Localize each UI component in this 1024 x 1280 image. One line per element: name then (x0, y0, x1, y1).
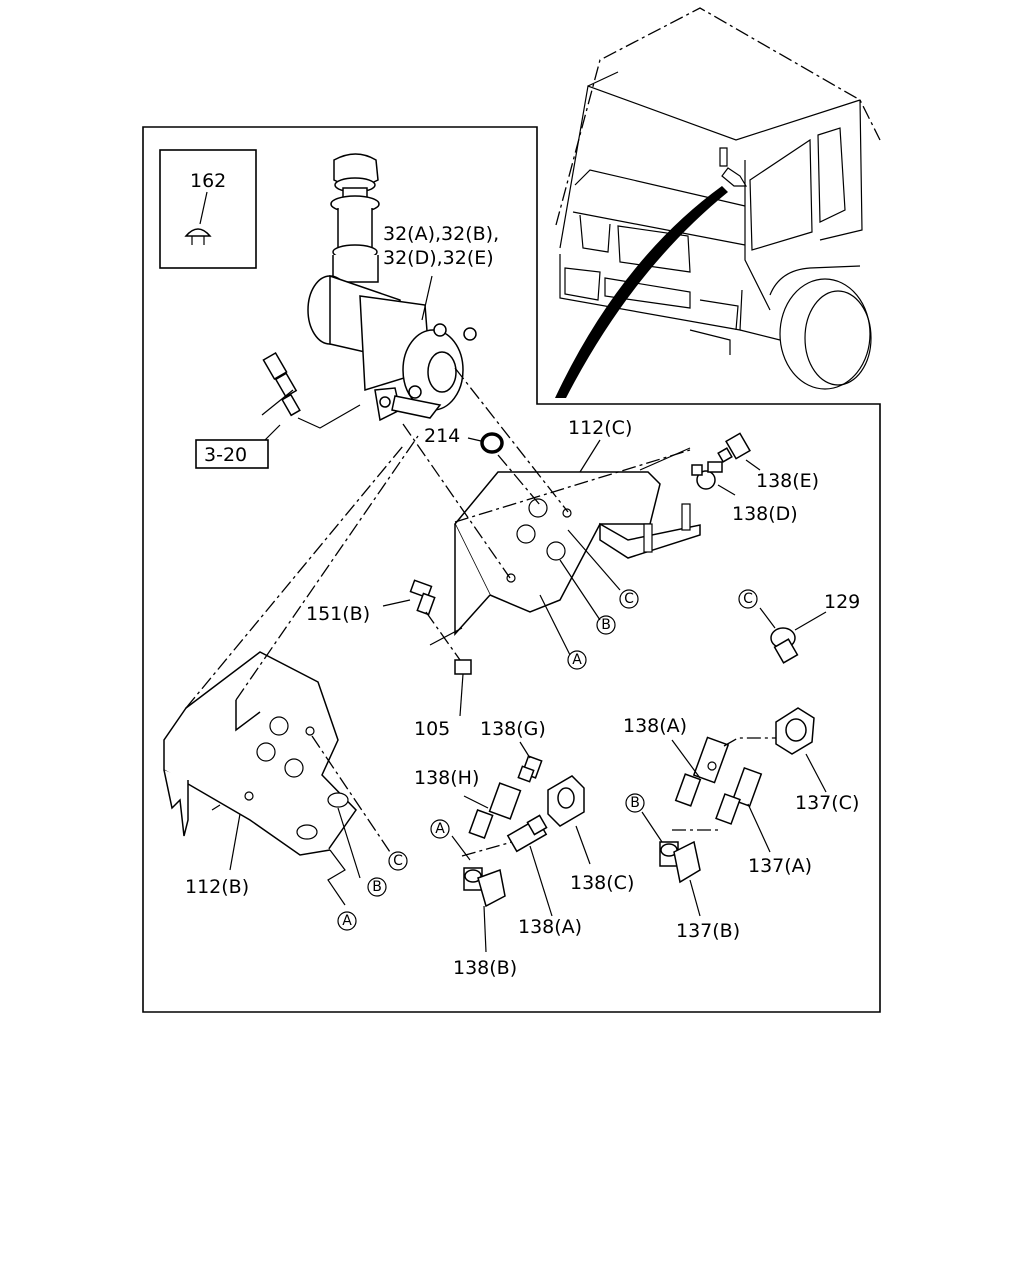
truck-cab-illustration (555, 7, 881, 398)
label-138h: 138(H) (414, 767, 479, 789)
svg-text:B: B (601, 617, 611, 633)
bracket-112c (454, 471, 701, 636)
washer-motor-assembly (307, 153, 477, 422)
fitting-129 (770, 627, 799, 664)
inset-leader-band (555, 186, 728, 398)
fitting-138a-bottom (506, 814, 548, 853)
label-138d: 138(D) (732, 503, 798, 525)
label-138a-top: 138(A) (623, 715, 687, 737)
fitting-137b (659, 840, 701, 884)
bolt-151b (409, 579, 436, 616)
svg-text:B: B (372, 879, 382, 895)
fitting-137c (775, 707, 815, 755)
marker-a-bracket-112b: A (337, 911, 357, 931)
fitting-138c (547, 775, 585, 827)
label-137a: 137(A) (748, 855, 812, 877)
svg-text:C: C (743, 591, 753, 607)
fitting-138g (517, 755, 543, 783)
label-214: 214 (424, 425, 460, 447)
svg-text:C: C (624, 591, 634, 607)
label-162: 162 (190, 170, 226, 192)
fitting-138h (468, 782, 522, 839)
nut-105 (454, 659, 472, 675)
ref-box-3-20 (195, 439, 269, 469)
label-138c: 138(C) (570, 872, 634, 894)
marker-a-fitting-138b: A (430, 819, 450, 839)
svg-text:A: A (572, 652, 582, 668)
fitting-137a (715, 766, 763, 825)
label-3-20: 3-20 (204, 444, 247, 466)
fitting-138b (463, 867, 506, 908)
label-137c: 137(C) (795, 792, 859, 814)
label-112b: 112(B) (185, 876, 249, 898)
marker-c-fitting-129: C (738, 589, 758, 609)
label-129: 129 (824, 591, 860, 613)
label-138e: 138(E) (756, 470, 819, 492)
marker-a-bracket-112c: A (567, 650, 587, 670)
fitting-138a-top (674, 736, 730, 807)
nozzle-fitting (262, 351, 301, 417)
label-138g: 138(G) (480, 718, 546, 740)
inset-box-162 (159, 149, 257, 269)
clip-162-icon (184, 228, 212, 237)
label-32-line2: 32(D),32(E) (383, 247, 494, 269)
label-137b: 137(B) (676, 920, 740, 942)
svg-text:A: A (435, 821, 445, 837)
o-ring-214-icon (480, 432, 504, 454)
label-138b: 138(B) (453, 957, 517, 979)
label-138a-bottom: 138(A) (518, 916, 582, 938)
bracket-112b (163, 651, 357, 856)
marker-b-bracket-112c: B (596, 615, 616, 635)
label-105: 105 (414, 718, 450, 740)
svg-text:A: A (342, 913, 352, 929)
marker-c-bracket-112b: C (388, 851, 408, 871)
svg-text:B: B (630, 795, 640, 811)
label-112c: 112(C) (568, 417, 632, 439)
label-151b: 151(B) (306, 603, 370, 625)
marker-c-bracket-112c: C (619, 589, 639, 609)
wheel-icon (779, 278, 871, 390)
diagram-frame (142, 126, 881, 1013)
fitting-138e (717, 432, 751, 463)
marker-b-fitting-137b: B (625, 793, 645, 813)
marker-b-bracket-112b: B (367, 877, 387, 897)
svg-text:C: C (393, 853, 403, 869)
label-32-line1: 32(A),32(B), (383, 223, 499, 245)
fitting-138d (691, 461, 723, 490)
